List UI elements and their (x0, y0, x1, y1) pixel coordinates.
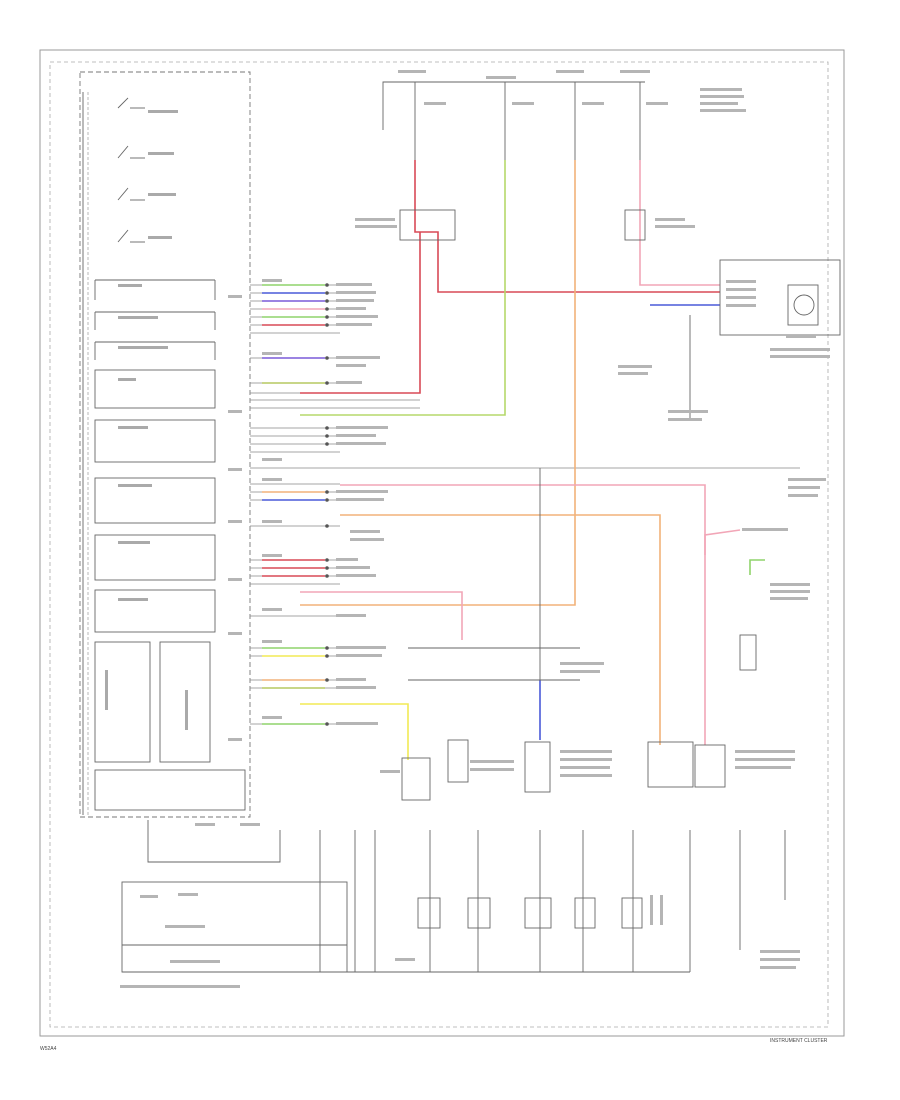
bottom-circuit (121, 820, 786, 973)
wire-yellow-speed (300, 703, 409, 760)
gauge-labels (148, 110, 178, 239)
top-fuse-section (382, 81, 646, 241)
wire-green-long (300, 160, 506, 416)
sensor-row (401, 468, 757, 801)
footer-right-title: INSTRUMENT CLUSTER (770, 1038, 828, 1044)
gauge-symbols (117, 97, 145, 243)
indicator-labels (105, 284, 188, 730)
footer-left-code: W52A4 (40, 1046, 57, 1052)
wire-orange-long (300, 160, 576, 606)
clock-labels (618, 280, 830, 600)
sensor-labels (380, 662, 795, 777)
outer-frame (39, 49, 845, 1037)
bottom-labels (120, 823, 800, 988)
cluster-connector-lines (250, 284, 800, 725)
connector-label-bars (228, 279, 388, 741)
top-fuse-labels (355, 70, 746, 228)
wire-red-main (414, 160, 720, 293)
indicator-blocks (94, 279, 246, 811)
wire-pink-sensor (300, 591, 463, 640)
wire-pink-fuel (340, 484, 706, 745)
inner-dashed-frame (49, 61, 829, 1028)
wire-pink-clock (639, 160, 720, 286)
connector-dots (325, 283, 329, 726)
colored-wires (262, 160, 765, 760)
wire-pink-right (704, 529, 741, 555)
wire-orange-fuel (340, 514, 661, 745)
instrument-cluster-box (79, 71, 251, 818)
wire-green-right (749, 559, 765, 575)
digital-clock (689, 259, 841, 420)
wire-red-branch (300, 232, 421, 394)
